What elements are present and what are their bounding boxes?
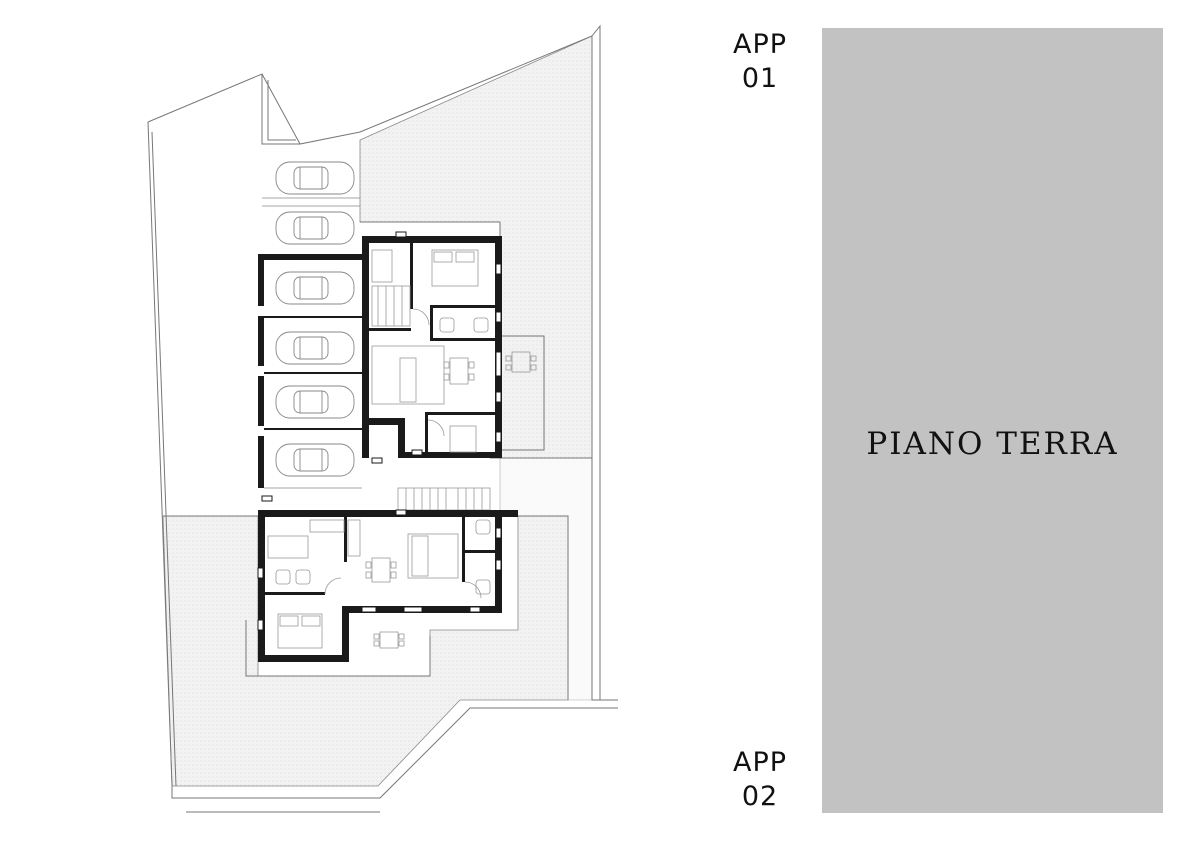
sofa — [399, 357, 417, 403]
app-01-furniture — [371, 249, 537, 453]
dining-table — [449, 357, 469, 385]
garden-south — [162, 515, 569, 787]
wardrobe — [267, 535, 309, 559]
dining-table — [371, 557, 391, 583]
app-01-number: 01 — [741, 63, 779, 94]
app-01-label: APP 01 — [718, 28, 802, 96]
kitchen-fixture — [449, 425, 477, 453]
stairs-1 — [371, 285, 411, 327]
app-01-name: APP — [732, 29, 788, 60]
cars — [275, 161, 355, 477]
app-02-number: 02 — [741, 781, 779, 812]
app-02-furniture — [267, 519, 491, 649]
floor-title: PIANO TERRA — [866, 426, 1119, 462]
car — [275, 161, 355, 195]
parking-open — [262, 197, 360, 207]
lot-boundary — [147, 24, 618, 813]
car — [275, 385, 355, 419]
bed — [277, 613, 323, 649]
kitchen-counter — [347, 519, 361, 557]
car — [275, 271, 355, 305]
sofa — [411, 535, 429, 577]
app-02-label: APP 02 — [718, 746, 802, 814]
app-01-walls — [362, 236, 502, 458]
garden-north — [359, 35, 593, 459]
bath-fixture — [475, 519, 491, 535]
rug — [407, 533, 459, 579]
outdoor-table — [511, 351, 531, 373]
app-02-name: APP — [732, 747, 788, 778]
garden-areas — [162, 35, 593, 787]
outdoor-table — [379, 631, 399, 649]
bath-fixture — [439, 317, 455, 333]
bath-fixture — [473, 317, 489, 333]
title-panel: PIANO TERRA — [822, 28, 1163, 813]
bath-fixture — [295, 569, 311, 585]
rug — [371, 345, 445, 405]
garage-walls — [258, 254, 366, 488]
common-stairs — [397, 487, 491, 511]
kitchen — [309, 519, 345, 533]
bath-fixture — [475, 579, 491, 595]
openings — [257, 231, 502, 631]
bed — [431, 249, 479, 287]
bath-fixture — [275, 569, 291, 585]
car — [275, 443, 355, 477]
car — [275, 211, 355, 245]
wardrobe — [371, 249, 393, 283]
car — [275, 331, 355, 365]
